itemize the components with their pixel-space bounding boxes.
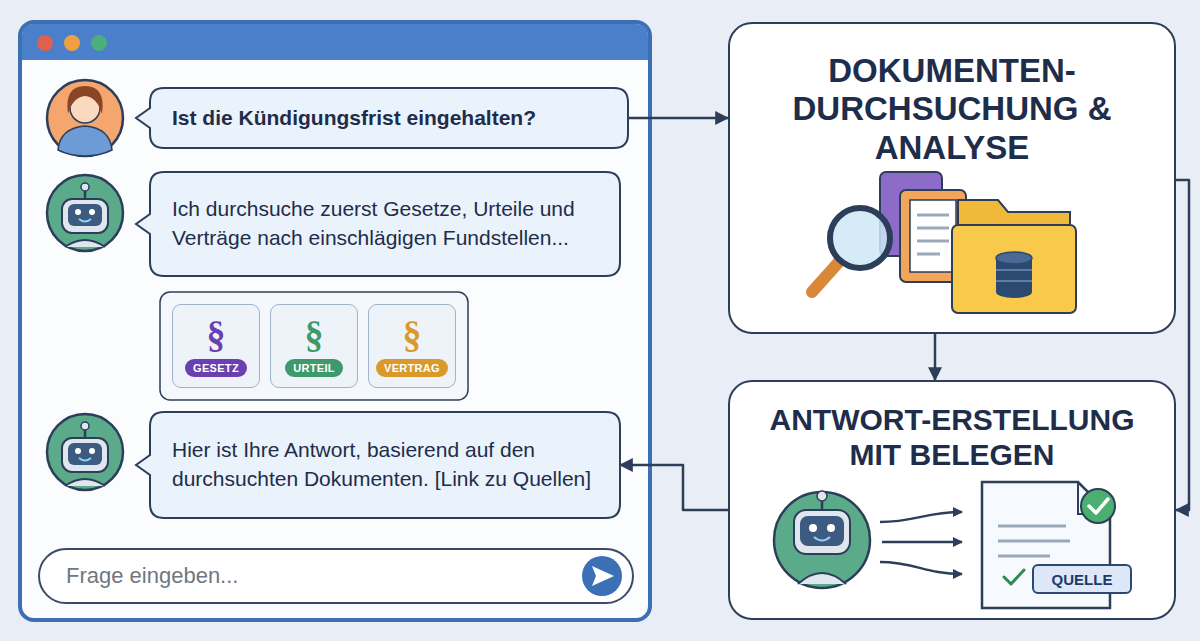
answer-robot-icon <box>774 491 962 588</box>
question-bubble-text: Ist die Kündigungsfrist eingehalten? <box>172 104 610 133</box>
source-card-text: GESETZ <box>185 359 247 377</box>
flow-arrow <box>628 117 728 120</box>
chat-window <box>64 35 80 51</box>
source-card-text: § <box>403 315 422 353</box>
answer-robot-icon <box>882 541 962 544</box>
process-box-text: DOKUMENTEN-DURCHSUCHUNG & ANALYSE <box>792 52 1112 167</box>
process-box: ANTWORT-ERSTELLUNG MIT BELEGEN QUELLE <box>728 380 1176 620</box>
document-search-icon <box>996 269 1032 271</box>
answer-robot-icon <box>817 491 827 501</box>
process-box: DOKUMENTEN-DURCHSUCHUNG & ANALYSE <box>728 22 1176 334</box>
source-card-text: § <box>305 315 324 353</box>
source-card-text: VERTRAG <box>376 359 448 377</box>
answer-robot-icon <box>880 562 962 574</box>
answer-robot-icon <box>880 512 962 522</box>
process-box-text: ANTWORT-ERSTELLUNG MIT BELEGEN <box>742 402 1162 473</box>
panel-ground <box>728 380 1176 620</box>
source-document-icon <box>1089 499 1108 513</box>
source-document-icon <box>998 525 1066 528</box>
bot-avatar <box>47 414 123 490</box>
chat-window <box>20 22 650 620</box>
document-search-icon <box>910 200 956 272</box>
document-search-icon <box>952 225 1076 313</box>
input-field-text: Frage eingeben... <box>66 563 238 589</box>
bubble-outline <box>136 88 628 148</box>
document-search-icon <box>996 280 1032 282</box>
source-document-icon <box>1004 570 1024 584</box>
document-search-icon <box>812 263 838 292</box>
source-card: § GESETZ <box>172 304 260 388</box>
flow-arrow <box>620 465 728 510</box>
bubble-outline <box>136 172 620 276</box>
document-search-icon <box>812 172 1076 313</box>
document-search-icon <box>917 253 940 256</box>
document-search-icon <box>830 208 890 268</box>
document-search-icon <box>996 286 1032 298</box>
document-search-icon <box>917 240 949 243</box>
bubble-outline <box>150 172 620 276</box>
input-field-ground <box>592 566 614 586</box>
answer-robot-icon <box>827 524 835 532</box>
answer-robot-icon <box>774 492 870 588</box>
input-field-ground <box>38 548 634 604</box>
chat-window <box>20 22 650 620</box>
user-avatar <box>47 80 123 156</box>
input-field-ground <box>38 548 634 604</box>
panel-ground <box>728 22 1176 334</box>
answer-robot-icon <box>814 537 830 541</box>
source-card: § VERTRAG <box>368 304 456 388</box>
bot-avatar <box>47 175 123 251</box>
document-search-icon <box>917 214 949 217</box>
user-avatar <box>58 126 112 156</box>
flow-arrow <box>934 334 937 380</box>
answer-bubble-text: Hier ist Ihre Antwort, basierend auf den… <box>172 436 602 494</box>
bubble-outline <box>150 412 620 518</box>
bubble-outline <box>136 412 620 518</box>
answer-robot-icon <box>798 573 846 584</box>
user-avatar <box>47 80 123 156</box>
chat-window <box>22 24 648 60</box>
document-search-icon <box>917 227 949 230</box>
answer-bubble: Hier ist Ihre Antwort, basierend auf den… <box>150 412 620 518</box>
source-document-icon <box>998 540 1070 543</box>
input-field-ground <box>582 556 622 596</box>
card-group <box>160 292 468 400</box>
source-card: § URTEIL <box>270 304 358 388</box>
source-document-icon <box>998 555 1050 558</box>
chat-window <box>37 35 53 51</box>
chat-window <box>91 35 107 51</box>
answer-robot-icon <box>800 516 844 546</box>
input-field: Frage eingeben... <box>38 548 634 604</box>
source-card-text: § <box>207 315 226 353</box>
document-search-icon <box>996 252 1032 264</box>
answer-robot-icon <box>809 524 817 532</box>
source-document-icon <box>1081 489 1115 523</box>
question-bubble: Ist die Kündigungsfrist eingehalten? <box>150 88 628 148</box>
source-badge: QUELLE <box>1032 564 1132 594</box>
source-card-text: URTEIL <box>285 359 343 377</box>
flow-arrow <box>1176 180 1189 510</box>
source-badge-text: QUELLE <box>1040 572 1124 587</box>
user-avatar <box>67 86 102 114</box>
chat-bubble-text: Ich durchsuche zuerst Gesetze, Urteile u… <box>172 195 602 253</box>
answer-robot-icon <box>794 510 850 554</box>
chat-bubble: Ich durchsuche zuerst Gesetze, Urteile u… <box>150 172 620 276</box>
